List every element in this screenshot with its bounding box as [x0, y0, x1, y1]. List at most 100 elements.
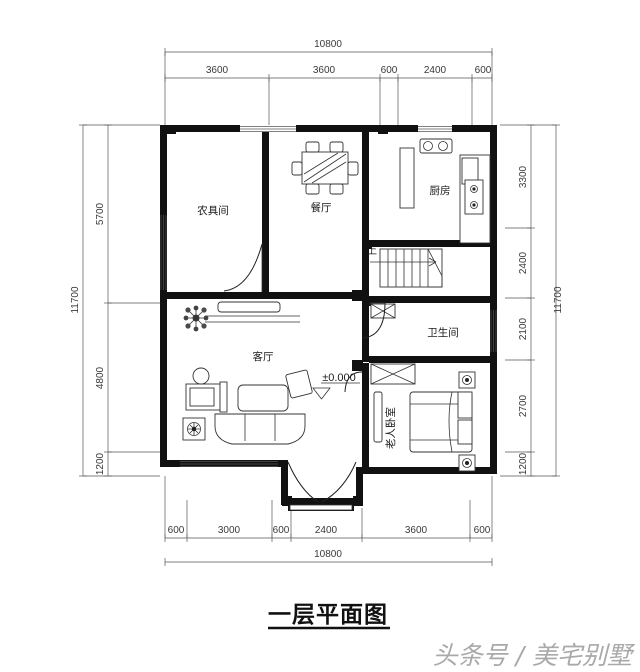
bedroom-furniture	[373, 371, 476, 472]
dining-chair-5	[291, 161, 303, 176]
column-porch-left	[282, 496, 292, 506]
kitchen-fridge	[399, 147, 415, 209]
door-arc-entry-left	[287, 461, 319, 503]
coffee-table	[237, 384, 289, 412]
wall-left-joint	[160, 292, 167, 300]
level-value: ±0.000	[322, 372, 356, 384]
wall-div-farm-dining-lower	[262, 244, 269, 292]
wall-bedroom-left	[362, 363, 369, 467]
wall-bottom-right	[356, 467, 497, 474]
dimension-top: 10800 3600 3600 600 2400 600	[164, 39, 493, 125]
drawing-title-group: 一层平面图	[268, 602, 390, 630]
kitchen-sink	[419, 138, 453, 154]
window-right-bathroom	[490, 310, 497, 352]
dim-bottom-seg-4: 3600	[405, 525, 428, 536]
column-bedroom-nw	[352, 360, 363, 371]
stair-arrow-icon	[428, 257, 437, 267]
dim-top-seg-4: 600	[475, 65, 492, 76]
column-stair-nw	[362, 240, 372, 249]
dimension-left: 11700 5700 4800 1200	[70, 124, 160, 477]
door-arc-bathroom	[362, 302, 386, 339]
room-label-dining-room: 餐厅	[311, 201, 332, 214]
armchair-arm	[219, 381, 228, 413]
wall-top-d	[452, 125, 497, 132]
dim-right-overall: 11700	[553, 286, 564, 314]
dim-right-seg-4: 1200	[518, 452, 529, 475]
room-label-living-room: 客厅	[253, 350, 274, 363]
column-living-ne	[352, 290, 363, 301]
dining-chair-3	[305, 183, 320, 195]
wall-left-lower	[160, 300, 167, 460]
drawing-title: 一层平面图	[268, 602, 388, 628]
step-tread	[289, 504, 353, 511]
dining-chair-4	[329, 183, 344, 195]
room-label-farm-tool-room: 农具间	[197, 204, 229, 217]
dim-right-seg-0: 3300	[518, 165, 529, 188]
wall-living-top	[267, 292, 363, 299]
sofa	[214, 413, 306, 445]
stair-up-label: 上	[367, 245, 377, 257]
dim-top-seg-1: 3600	[313, 65, 336, 76]
staircase: 上	[367, 245, 443, 288]
wall-core-lower	[362, 242, 369, 300]
doors	[223, 180, 386, 503]
wall-top-b	[296, 125, 378, 132]
column-porch-right	[353, 496, 363, 506]
room-labels: 农具间 餐厅 厨房 客厅 卫生间 老人卧室	[197, 184, 459, 449]
wall-porch-left	[281, 460, 288, 505]
window-living-bottom	[180, 461, 278, 467]
dining-chair-1	[305, 141, 320, 153]
living-room-furniture	[182, 301, 313, 445]
dim-left-seg-2: 1200	[95, 452, 106, 475]
door-arc-entry-right	[321, 461, 357, 503]
pillow-2	[457, 419, 473, 445]
wall-porch-right	[356, 467, 363, 505]
door-arc-bedroom	[344, 371, 363, 393]
armchair-seat	[189, 387, 215, 407]
wall-bath-top	[369, 296, 497, 303]
dining-chair-6	[347, 161, 359, 176]
wall-column-top-mid	[378, 125, 388, 134]
dim-left-overall: 11700	[70, 286, 81, 314]
floor-lamp	[192, 367, 210, 385]
door-arc-farm-tool-room	[223, 243, 263, 292]
wall-div-farm-dining	[262, 132, 269, 244]
wall-bottom-left	[160, 460, 288, 467]
wardrobe	[373, 391, 383, 443]
dim-bottom-seg-3: 2400	[315, 525, 338, 536]
wall-right-lower	[490, 363, 497, 473]
dim-right-seg-1: 2400	[518, 251, 529, 274]
wall-kitchen-bottom	[369, 240, 497, 247]
plant-icon	[183, 305, 209, 332]
window-top-left	[240, 126, 296, 132]
dim-left-seg-0: 5700	[95, 202, 106, 225]
level-triangle-icon	[312, 387, 331, 400]
dim-top-seg-2: 600	[381, 65, 398, 76]
wall-farm-living	[167, 292, 267, 299]
room-label-bathroom: 卫生间	[427, 326, 459, 339]
dim-bottom-overall: 10800	[314, 549, 342, 560]
room-label-kitchen: 厨房	[430, 184, 451, 197]
wall-bath-bottom	[369, 356, 497, 363]
dim-right-seg-3: 2700	[518, 394, 529, 417]
stair-outline	[379, 248, 443, 288]
wall-right-upper	[490, 125, 497, 225]
dim-top-overall: 10800	[314, 39, 342, 50]
room-label-elder-bedroom: 老人卧室	[384, 407, 397, 449]
wall-bath-left	[362, 300, 369, 362]
dim-left-seg-1: 4800	[95, 366, 106, 389]
shower-area	[370, 363, 416, 385]
watermark-text: 头条号 / 美宅别墅	[433, 641, 636, 670]
tv-cabinet	[217, 301, 281, 313]
dim-top-seg-0: 3600	[206, 65, 229, 76]
wall-left-upper	[160, 132, 167, 292]
accent-chair	[285, 369, 313, 399]
window-top-kitchen	[418, 126, 452, 132]
bathroom-fixtures	[370, 303, 396, 319]
wall-top-c	[388, 125, 418, 132]
entry-step	[288, 504, 354, 511]
door-jamb-kitchen	[362, 180, 369, 190]
